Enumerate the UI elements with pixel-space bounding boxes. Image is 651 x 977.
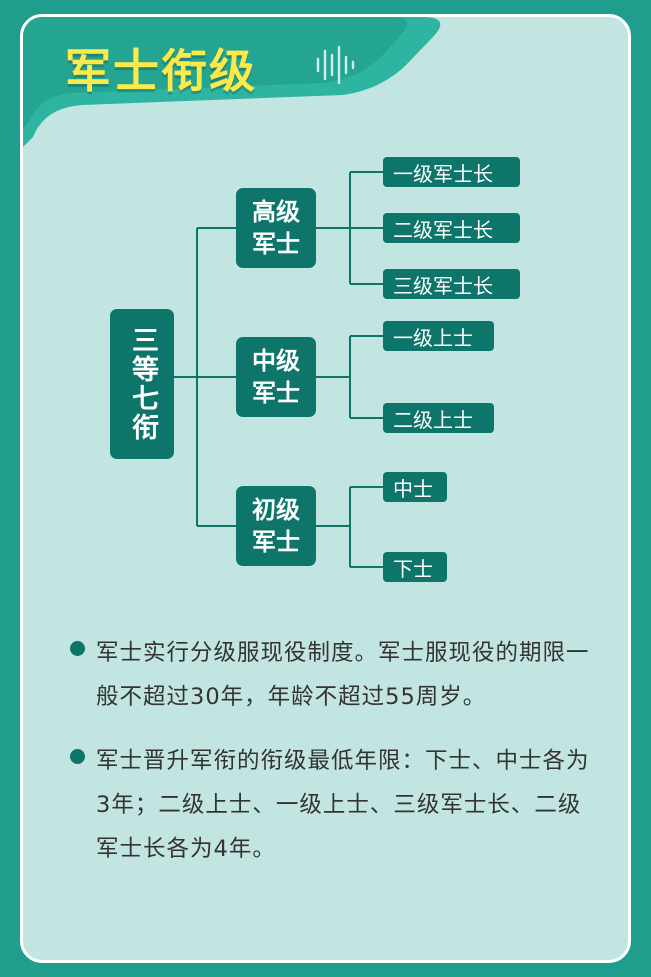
leaf-rank: 二级上士 <box>383 403 494 433</box>
note-text: 军士实行分级服现役制度。军士服现役的期限一般不超过30年，年龄不超过55周岁。 <box>96 640 590 710</box>
leaf-rank: 下士 <box>383 552 447 582</box>
bullet-dot-icon <box>70 641 85 656</box>
leaf-rank: 一级军士长 <box>383 157 520 187</box>
notes-section: 军士实行分级服现役制度。军士服现役的期限一般不超过30年，年龄不超过55周岁。 … <box>70 631 590 891</box>
leaf-rank: 一级上士 <box>383 321 494 351</box>
page-title: 军士衔级 <box>65 44 257 98</box>
leaf-rank: 二级军士长 <box>383 213 520 243</box>
bullet-dot-icon <box>70 749 85 764</box>
note-text: 军士晋升军衔的衔级最低年限：下士、中士各为3年；二级上士、一级上士、三级军士长、… <box>96 748 590 862</box>
tree-connectors <box>174 171 383 568</box>
info-card: 军士衔级 <box>20 14 631 963</box>
sound-wave-icon <box>316 45 355 85</box>
group-junior: 初级 军士 <box>236 486 316 566</box>
title-banner <box>23 17 441 147</box>
group-senior: 高级 军士 <box>236 188 316 268</box>
leaf-rank: 三级军士长 <box>383 269 520 299</box>
leaf-rank: 中士 <box>383 472 447 502</box>
tree-root: 三等七衔 <box>110 309 174 459</box>
note-item: 军士实行分级服现役制度。军士服现役的期限一般不超过30年，年龄不超过55周岁。 <box>70 631 590 719</box>
note-item: 军士晋升军衔的衔级最低年限：下士、中士各为3年；二级上士、一级上士、三级军士长、… <box>70 739 590 871</box>
group-intermediate: 中级 军士 <box>236 337 316 417</box>
